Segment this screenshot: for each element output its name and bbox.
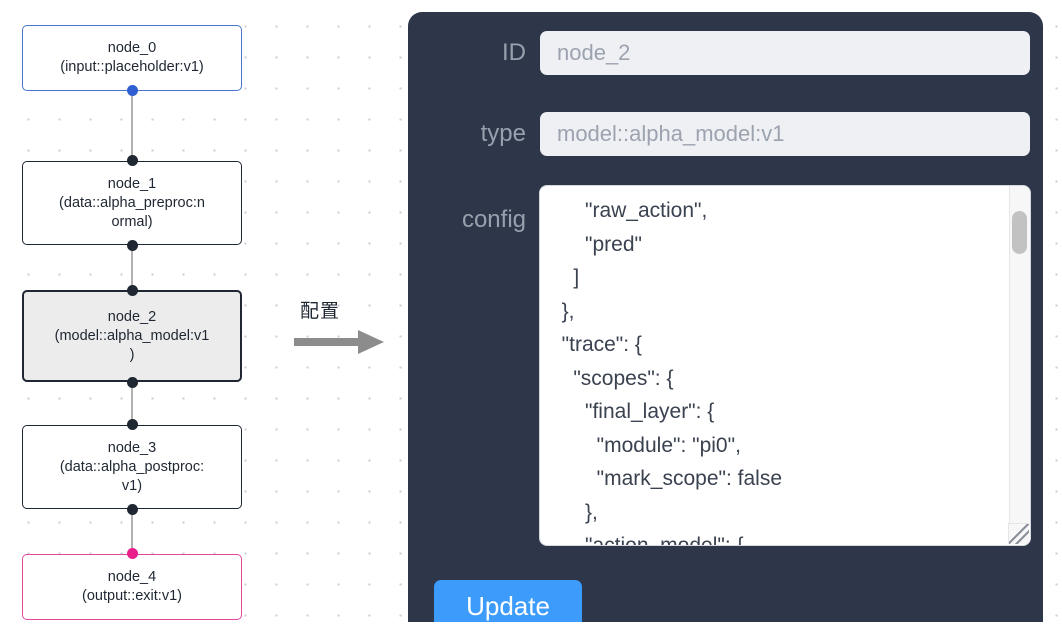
node2-source-handle[interactable] — [126, 377, 138, 388]
config-field-row: config "raw_action", "pred" ] }, "trace"… — [416, 186, 1030, 545]
graph-node-node_4[interactable]: node_4 (output::exit:v1) — [22, 554, 242, 620]
type-field-label: type — [480, 120, 526, 147]
node3-source-handle[interactable] — [126, 504, 138, 515]
graph-node-label: node_1 (data::alpha_preproc:n ormal) — [59, 175, 205, 230]
graph-node-label: node_0 (input::placeholder:v1) — [60, 40, 204, 75]
config-field-label: config — [461, 206, 526, 233]
config-textarea-wrapper: "raw_action", "pred" ] }, "trace": { "sc… — [540, 186, 1030, 545]
node2-target-handle[interactable] — [126, 285, 138, 296]
edge-node1-node2[interactable] — [131, 245, 133, 290]
graph-node-label: node_3 (data::alpha_postproc: v1) — [59, 439, 205, 494]
node-config-panel: ID type config "raw_action", "pred" ] },… — [408, 12, 1043, 622]
edge-node3-node4[interactable] — [131, 509, 133, 554]
config-scrollbar-thumb[interactable] — [1012, 211, 1027, 254]
graph-node-node_2-selected[interactable]: node_2 (model::alpha_model:v1 ) — [22, 290, 242, 382]
annotation-label: 配置 — [300, 300, 341, 322]
id-field-row: ID — [416, 31, 1030, 75]
id-field-label: ID — [502, 39, 526, 66]
graph-node-label: node_2 (model::alpha_model:v1 ) — [54, 308, 210, 363]
config-resize-handle[interactable] — [1008, 523, 1029, 544]
arrow-right-icon — [294, 330, 384, 354]
edge-node2-node3[interactable] — [131, 382, 133, 425]
node3-target-handle[interactable] — [126, 419, 138, 430]
node1-source-handle[interactable] — [126, 240, 138, 251]
edge-node0-node1[interactable] — [131, 91, 133, 161]
node4-target-handle[interactable] — [126, 548, 138, 559]
graph-node-node_1[interactable]: node_1 (data::alpha_preproc:n ormal) — [22, 161, 242, 245]
node1-target-handle[interactable] — [126, 155, 138, 166]
graph-node-node_3[interactable]: node_3 (data::alpha_postproc: v1) — [22, 425, 242, 509]
type-field-row: type — [416, 112, 1030, 156]
annotation-group: 配置 — [294, 296, 386, 357]
graph-node-node_0[interactable]: node_0 (input::placeholder:v1) — [22, 25, 242, 91]
update-button[interactable]: Update — [434, 580, 582, 622]
graph-canvas[interactable]: node_0 (input::placeholder:v1) node_1 (d… — [0, 0, 408, 643]
id-input[interactable] — [540, 31, 1030, 75]
node0-source-handle[interactable] — [126, 85, 138, 96]
graph-node-label: node_4 (output::exit:v1) — [82, 569, 182, 604]
config-textarea[interactable]: "raw_action", "pred" ] }, "trace": { "sc… — [540, 186, 1030, 545]
config-scrollbar-track[interactable] — [1009, 186, 1030, 526]
type-input[interactable] — [540, 112, 1030, 156]
